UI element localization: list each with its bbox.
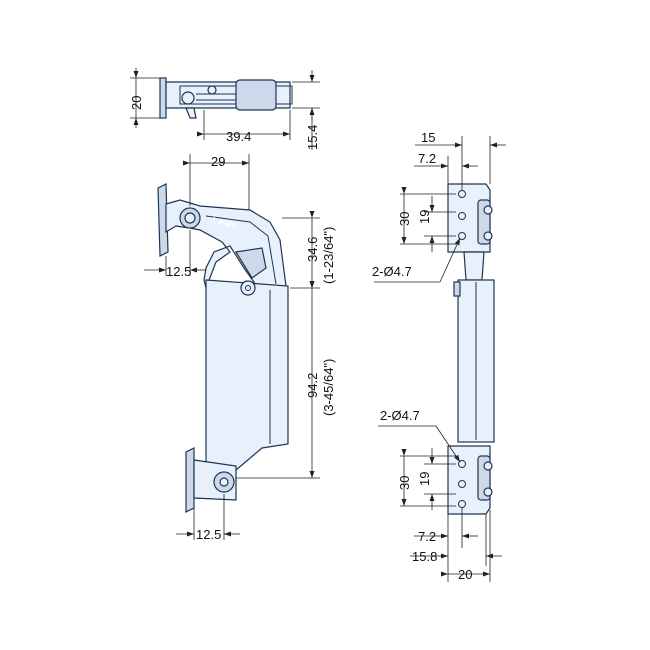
side-bottom-hole-1 (458, 460, 466, 468)
side-dim-bot-158: 15.8 (412, 549, 437, 564)
side-dim-top-15: 15 (421, 130, 435, 145)
side-dim-bot-19: 19 (417, 472, 432, 486)
side-dim-bot-30: 30 (397, 476, 412, 490)
side-dim-bot-20: 20 (458, 567, 472, 582)
side-dim-top-72: 7.2 (418, 151, 436, 166)
front-dim-bottom-offset: 12.5 (196, 527, 221, 542)
front-dim-body-len: 94.2 (305, 373, 320, 398)
front-dim-upper-len-inch: (1-23/64") (321, 227, 336, 284)
side-dim-bot-72: 7.2 (418, 529, 436, 544)
side-dim-top-30: 30 (397, 212, 412, 226)
front-upper-plate (157, 183, 169, 257)
front-dim-body-len-inch: (3-45/64") (321, 359, 336, 416)
top-dim-depth: 15.4 (305, 125, 320, 150)
side-bottom-hole-2 (458, 480, 466, 488)
side-top-hole-2 (458, 232, 466, 240)
top-view-plate (159, 77, 167, 119)
front-body (205, 279, 289, 471)
front-body-hole (240, 280, 256, 296)
top-dim-length: 39.4 (226, 129, 251, 144)
side-hole-label-top: 2-Ø4.7 (372, 264, 412, 279)
top-view: 20 39.4 15.4 (129, 68, 320, 150)
front-lower-plate (185, 447, 195, 513)
side-view: 15 7.2 30 19 2-Ø4.7 2-Ø4.7 30 19 (372, 130, 506, 582)
top-dim-height: 20 (129, 96, 144, 110)
front-dim-top-width: 29 (211, 154, 225, 169)
top-view-roller (235, 79, 277, 111)
side-dim-top-19: 19 (417, 210, 432, 224)
side-top-hole-1 (458, 212, 466, 220)
front-dim-upper-len: 34.6 (305, 237, 320, 262)
side-hole-label-bottom: 2-Ø4.7 (380, 408, 420, 423)
front-view: LAMP 29 12.5 34.6 (1-23/64") 94.2 (3-45/… (144, 154, 336, 542)
front-dim-pivot-offset: 12.5 (166, 264, 191, 279)
